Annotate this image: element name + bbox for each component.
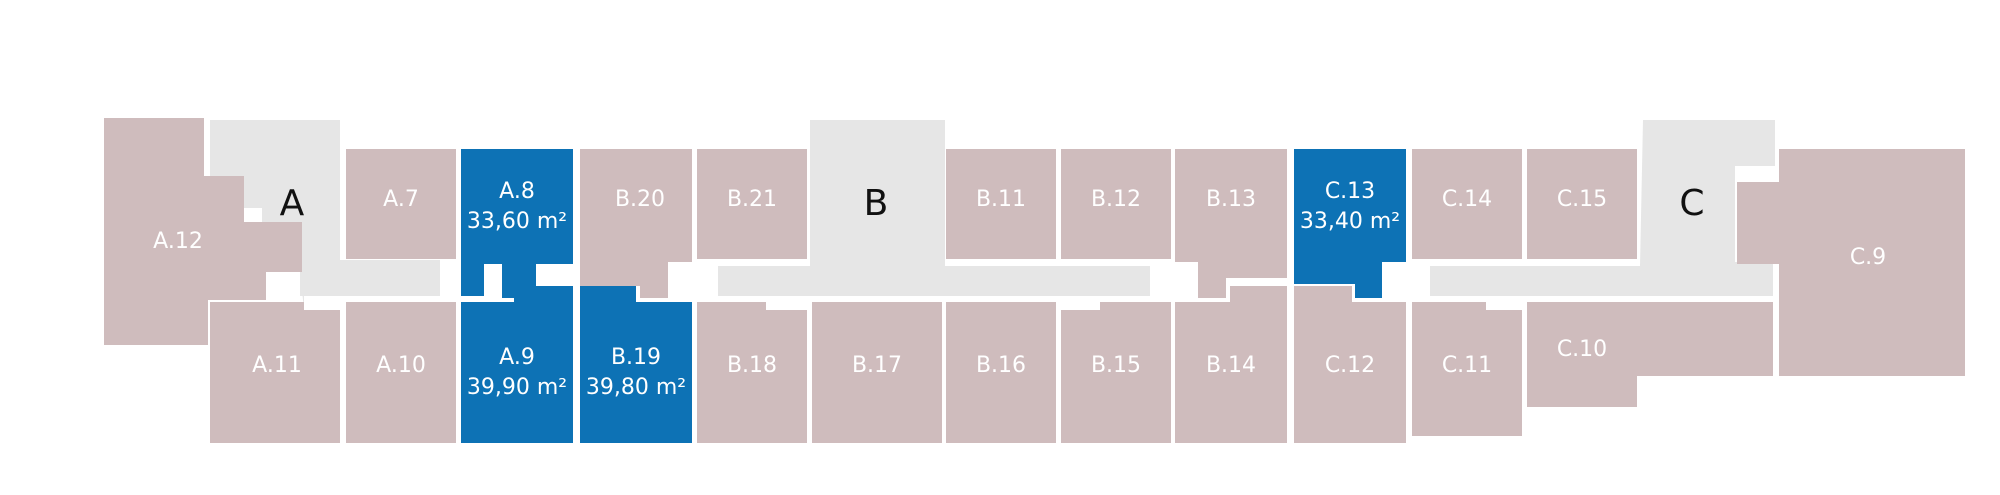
corridor-a: [210, 120, 433, 310]
unit-a7[interactable]: A.7: [346, 149, 456, 259]
unit-b11[interactable]: B.11: [946, 149, 1056, 259]
unit-b21[interactable]: B.21: [697, 149, 807, 259]
unit-b18[interactable]: B.18: [697, 302, 807, 443]
unit-b15[interactable]: B.15: [1061, 302, 1171, 443]
unit-c11[interactable]: C.11: [1412, 302, 1522, 436]
unit-c13[interactable]: C.13 33,40 m²: [1294, 149, 1406, 298]
corridor-c: [1430, 120, 1775, 296]
unit-b14[interactable]: B.14: [1175, 286, 1287, 443]
unit-b16[interactable]: B.16: [946, 302, 1056, 443]
unit-a9[interactable]: A.9 39,90 m²: [461, 286, 573, 443]
corridor-b: [718, 120, 1150, 296]
unit-c12[interactable]: C.12: [1294, 286, 1406, 443]
unit-c14[interactable]: C.14: [1412, 149, 1522, 259]
unit-b19[interactable]: B.19 39,80 m²: [580, 286, 692, 443]
unit-b17[interactable]: B.17: [812, 302, 942, 443]
unit-b13[interactable]: B.13: [1175, 149, 1287, 298]
unit-a10[interactable]: A.10: [346, 302, 456, 443]
unit-a8[interactable]: A.8 33,60 m²: [461, 149, 573, 298]
unit-a11[interactable]: A.11: [210, 302, 340, 443]
unit-c10[interactable]: C.10: [1527, 302, 1773, 407]
unit-b12[interactable]: B.12: [1061, 149, 1171, 259]
unit-c15[interactable]: C.15: [1527, 149, 1637, 259]
corridor-a-right: [300, 260, 440, 296]
unit-b20[interactable]: B.20: [580, 149, 692, 298]
corridors: [210, 120, 1775, 310]
